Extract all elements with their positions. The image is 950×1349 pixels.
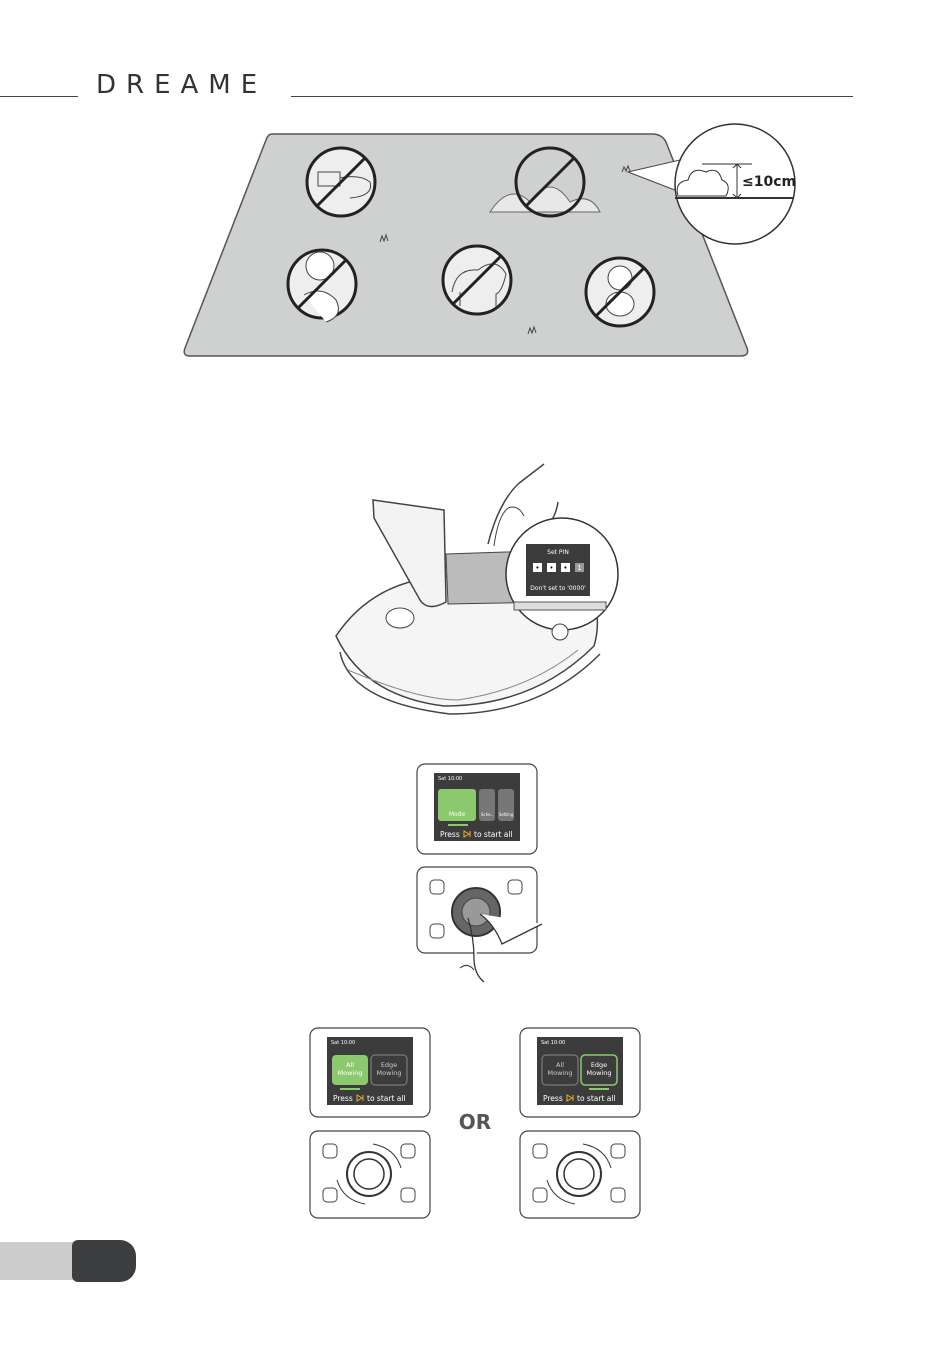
left-press-text: Press: [333, 1094, 353, 1103]
right-option-b-line1: Edge: [591, 1061, 607, 1069]
mode-press-suffix: to start all: [474, 830, 513, 839]
pin-digit-1: •: [535, 564, 539, 572]
no-charger-icon: [307, 148, 375, 216]
pin-digit-3: •: [563, 564, 567, 572]
page-tab-marker: [72, 1240, 136, 1282]
right-option-b-line2: Mowing: [587, 1069, 612, 1077]
mode-tile-schedule: Sche..: [481, 812, 493, 817]
left-option-b-line2: Mowing: [377, 1069, 402, 1077]
mode-tile-setting: Setting: [499, 812, 514, 817]
dial-panel-right: [519, 1130, 641, 1219]
right-option-a-line2: Mowing: [548, 1069, 573, 1077]
control-panel-press: [416, 866, 550, 988]
pin-screen-hint: Don't set to '0000': [530, 585, 586, 592]
choice-screen-right: Sat 10:00 All Mowing Edge Mowing Press t…: [519, 1027, 641, 1118]
or-label: OR: [452, 1110, 498, 1134]
left-status-time: Sat 10:00: [331, 1040, 355, 1046]
right-status-time: Sat 10:00: [541, 1040, 565, 1046]
mode-press-text: Press: [440, 830, 460, 839]
mode-screen-panel: Sat 10:00 Mode Sche.. Setting Press to s…: [416, 763, 538, 855]
header-rule-left: [0, 96, 78, 97]
pin-digit-2: •: [549, 564, 553, 572]
dial-panel-left: [309, 1130, 431, 1219]
right-press-suffix: to start all: [577, 1094, 616, 1103]
left-option-b-line1: Edge: [381, 1061, 397, 1069]
mode-status-time: Sat 10:00: [438, 776, 462, 782]
left-option-a-line1: All: [346, 1061, 354, 1069]
no-pet-icon: [443, 246, 511, 314]
pin-screen-title: Set PIN: [547, 549, 569, 556]
left-option-a-line2: Mowing: [338, 1069, 363, 1077]
right-option-a-line1: All: [556, 1061, 564, 1069]
pin-digit-4: 1: [577, 564, 581, 572]
choice-screen-left: Sat 10:00 All Mowing Edge Mowing Press t…: [309, 1027, 431, 1118]
mode-tile-mode: Mode: [449, 811, 466, 818]
no-toy-icon: [586, 258, 654, 326]
right-press-text: Press: [543, 1094, 563, 1103]
lawn-warning-illustration: ≤10cm: [180, 120, 800, 365]
left-press-suffix: to start all: [367, 1094, 406, 1103]
mower-pin-illustration: Set PIN • • • 1 Don't set to '0000': [328, 462, 623, 720]
header-rule-right: [291, 96, 853, 97]
brand-logo: DREAME: [96, 70, 267, 100]
height-limit-label: ≤10cm: [742, 174, 796, 190]
